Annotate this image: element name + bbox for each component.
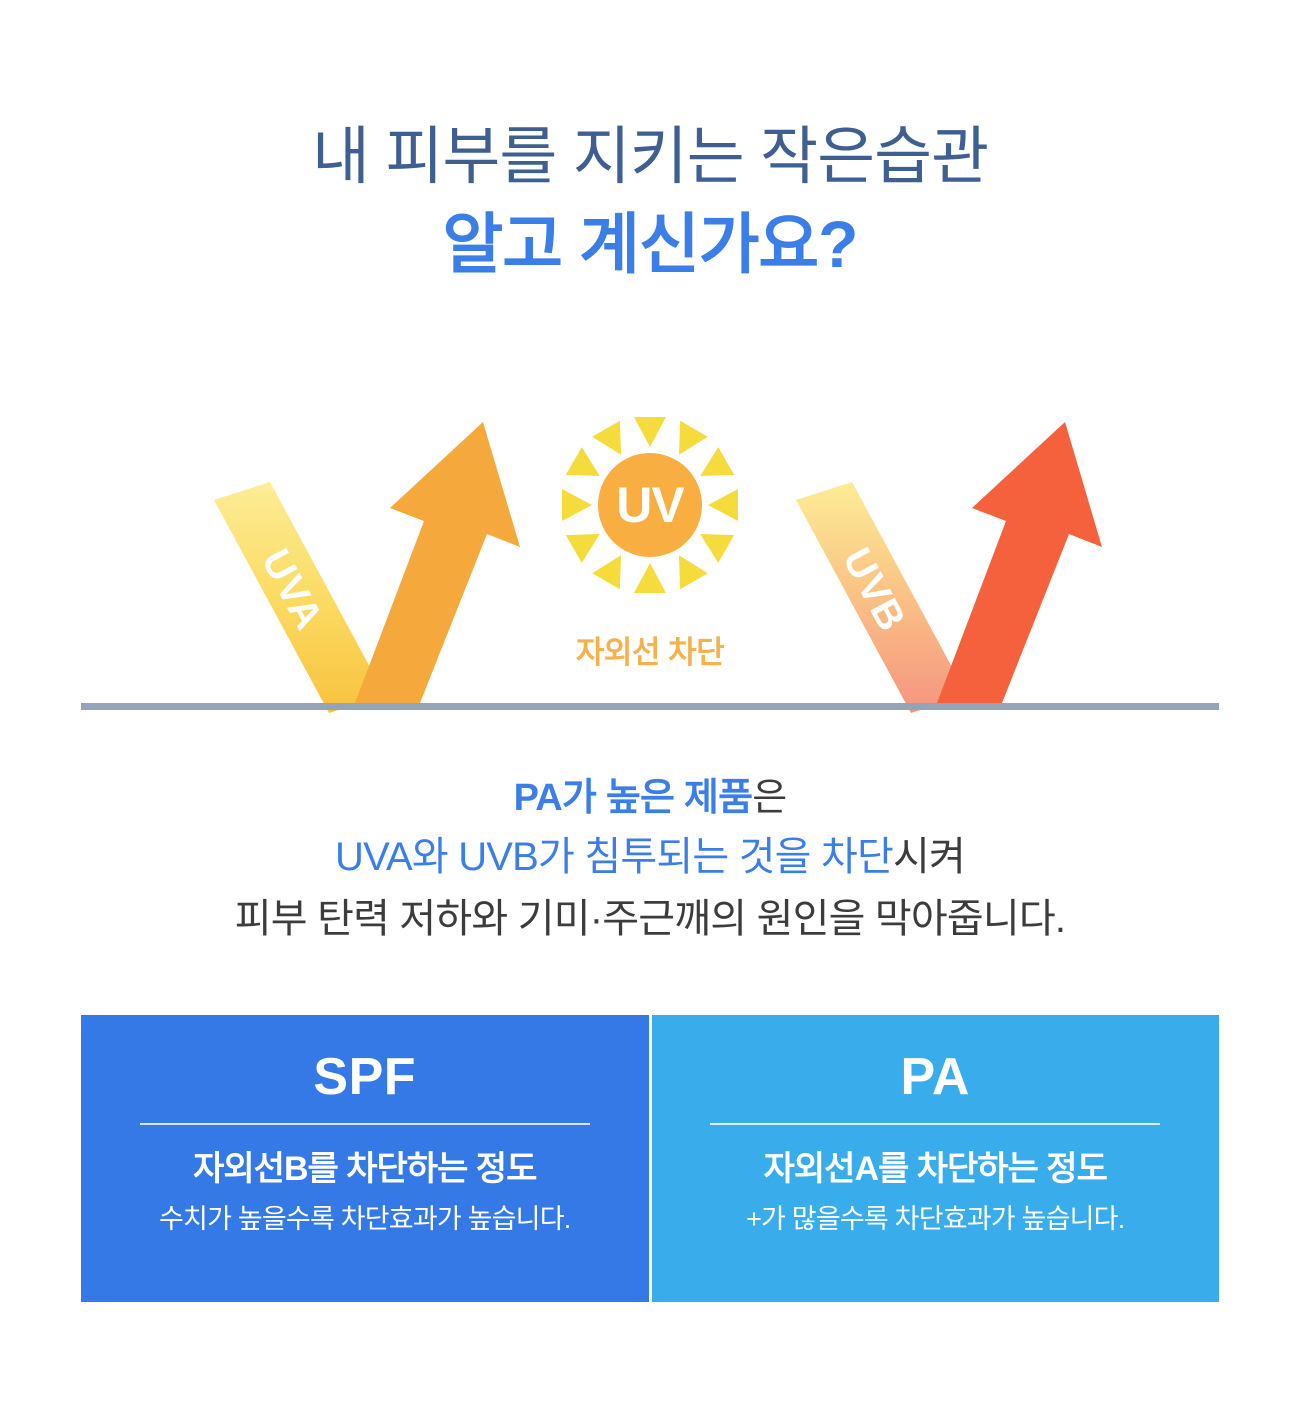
card-spf-title: SPF (313, 1048, 417, 1106)
description-line-3: 피부 탄력 저하와 기미·주근깨의 원인을 막아줍니다. (234, 897, 1066, 941)
sun-uv-label: UV (616, 477, 685, 533)
sun-rays (562, 417, 738, 593)
description-line-2-accent: UVA와 UVB가 침투되는 것을 차단 (335, 835, 894, 879)
card-pa[interactable]: PA 자외선A를 차단하는 정도 +가 많을수록 차단효과가 높습니다. (651, 1015, 1219, 1302)
card-spf-headline: 자외선B를 차단하는 정도 (193, 1150, 537, 1188)
comparison-cards: SPF 자외선B를 차단하는 정도 수치가 높을수록 차단효과가 높습니다. P… (81, 1015, 1219, 1302)
sun-core (598, 453, 702, 557)
uvb-incoming-beam (796, 482, 967, 713)
description-block: PA가 높은 제품은 UVA와 UVB가 침투되는 것을 차단시켜 피부 탄력 … (0, 770, 1300, 950)
description-line-1-rest: 은 (752, 777, 787, 819)
headline-block: 내 피부를 지키는 작은습관 알고 계신가요? (0, 118, 1300, 286)
card-spf-subtext: 수치가 높을수록 차단효과가 높습니다. (159, 1204, 571, 1234)
card-spf-divider (139, 1123, 590, 1125)
uv-block-label: 자외선 차단 (575, 635, 725, 670)
card-pa-headline: 자외선A를 차단하는 정도 (763, 1150, 1108, 1188)
description-line-1-accent: PA가 높은 제품 (513, 777, 753, 819)
card-spf[interactable]: SPF 자외선B를 차단하는 정도 수치가 높을수록 차단효과가 높습니다. (81, 1015, 649, 1302)
description-line-1: PA가 높은 제품은 (0, 770, 1300, 826)
card-pa-divider (710, 1123, 1161, 1125)
card-pa-title: PA (900, 1048, 970, 1106)
uvb-beam-group: UVB (796, 422, 1102, 713)
description-line-2: UVA와 UVB가 침투되는 것을 차단시켜 (0, 826, 1300, 888)
uv-illustration: UVA UVB (0, 395, 1300, 715)
description-line-2-rest: 시켜 (892, 835, 966, 879)
uv-diagram-svg: UVA UVB (81, 417, 1219, 713)
ground-line (81, 703, 1219, 710)
uvb-reflected-arrow (937, 422, 1102, 703)
sun-icon: UV (562, 417, 738, 593)
uva-reflected-arrow (355, 422, 520, 703)
card-pa-subtext: +가 많을수록 차단효과가 높습니다. (746, 1204, 1125, 1234)
page-title-line-1: 내 피부를 지키는 작은습관 (311, 122, 989, 192)
page-title-line-2: 알고 계신가요? (442, 207, 859, 281)
uva-incoming-beam (214, 482, 385, 713)
